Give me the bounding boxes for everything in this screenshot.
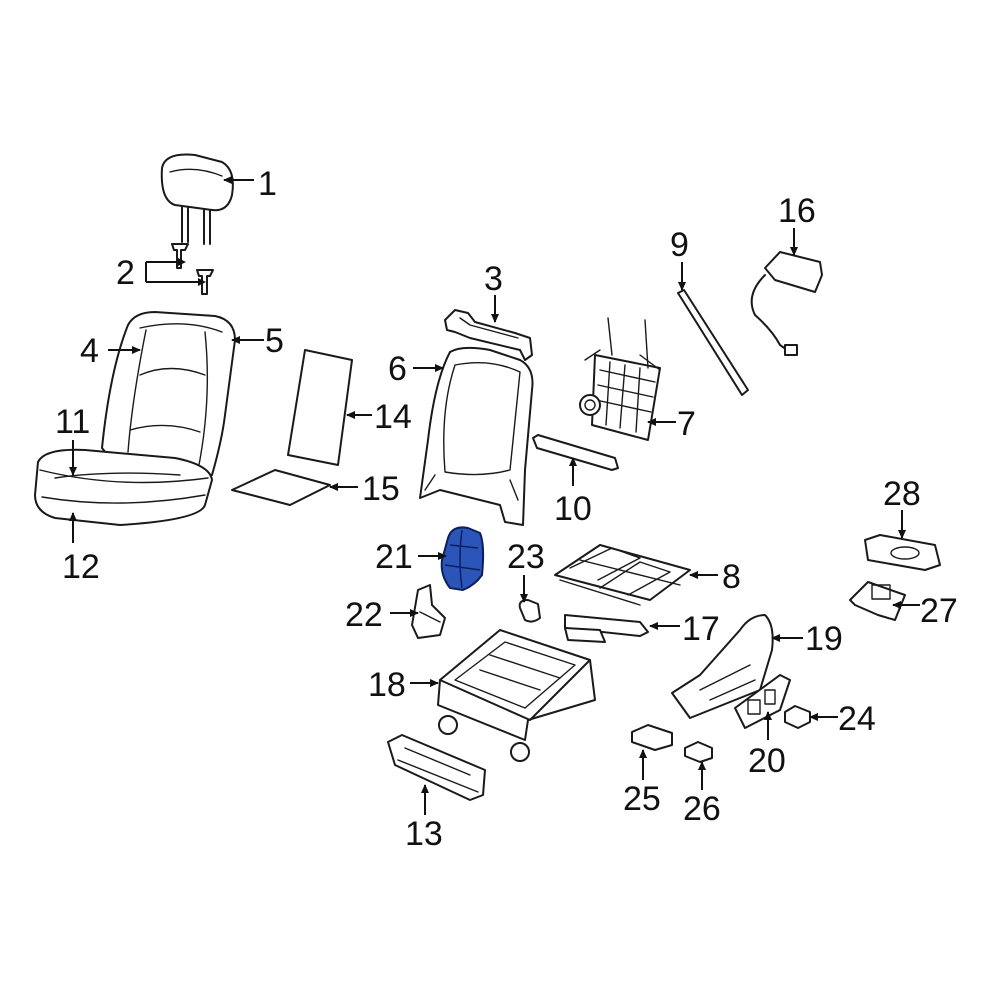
part-20-switch-bezel[interactable] (734, 674, 791, 729)
part-25-module[interactable] (631, 724, 673, 751)
part-27-control-module[interactable] (849, 581, 906, 621)
part-2-headrest-guides[interactable] (171, 243, 214, 295)
part-28-module-cover[interactable] (864, 534, 941, 571)
part-23-clip[interactable] (518, 599, 541, 623)
callout-8: 8 (722, 558, 741, 596)
part-1-headrest[interactable] (160, 153, 234, 245)
part-7-lumbar-support[interactable] (579, 317, 661, 441)
leader-arrows (69, 176, 920, 815)
part-21-side-shield[interactable] (440, 526, 485, 591)
callout-28: 28 (883, 475, 921, 513)
callout-13: 13 (405, 815, 443, 853)
part-24-switch[interactable] (784, 705, 811, 729)
callout-21: 21 (375, 538, 413, 576)
callout-23: 23 (507, 538, 545, 576)
part-10-trim-strip[interactable] (532, 434, 619, 471)
part-4-seatback-cover[interactable] (101, 311, 236, 476)
callout-14: 14 (374, 398, 412, 436)
callout-7: 7 (677, 405, 696, 443)
part-8-spring-mat[interactable] (554, 544, 691, 606)
part-18-seat-track[interactable] (437, 629, 596, 762)
callout-17: 17 (682, 610, 720, 648)
bracket-2 (145, 261, 198, 283)
part-22-bracket[interactable] (411, 584, 446, 639)
part-9-rod[interactable] (677, 289, 749, 396)
part-15-cushion-heater[interactable] (231, 469, 331, 506)
callout-22: 22 (345, 596, 383, 634)
callout-1: 1 (258, 165, 277, 203)
callout-27: 27 (920, 592, 958, 630)
callout-26: 26 (683, 790, 721, 828)
part-19-side-panel[interactable] (671, 614, 774, 719)
callout-20: 20 (748, 742, 786, 780)
part-14-heater-pad[interactable] (287, 349, 353, 466)
callout-25: 25 (623, 780, 661, 818)
part-3-upper-bracket[interactable] (444, 309, 533, 361)
callout-5: 5 (265, 322, 284, 360)
part-26-knob[interactable] (684, 741, 713, 763)
part-6-seatback-frame[interactable] (419, 346, 534, 526)
callout-24: 24 (838, 700, 876, 738)
callout-15: 15 (362, 470, 400, 508)
callout-19: 19 (805, 620, 843, 658)
part-11-cushion-cover[interactable] (34, 448, 213, 526)
callout-18: 18 (368, 666, 406, 704)
callout-16: 16 (778, 192, 816, 230)
callout-2: 2 (116, 254, 135, 292)
callout-6: 6 (388, 350, 407, 388)
callout-3: 3 (484, 260, 503, 298)
callout-10: 10 (554, 490, 592, 528)
part-17-motor[interactable] (564, 614, 649, 643)
callout-11: 11 (55, 403, 90, 441)
callout-4: 4 (80, 332, 99, 370)
callout-12: 12 (62, 548, 100, 586)
callout-labels: 1 2 3 4 5 6 7 8 9 10 11 12 13 14 15 16 1… (55, 165, 958, 853)
callout-9: 9 (670, 226, 689, 264)
part-13-lower-shield[interactable] (387, 734, 486, 801)
part-16-harness[interactable] (750, 251, 823, 356)
